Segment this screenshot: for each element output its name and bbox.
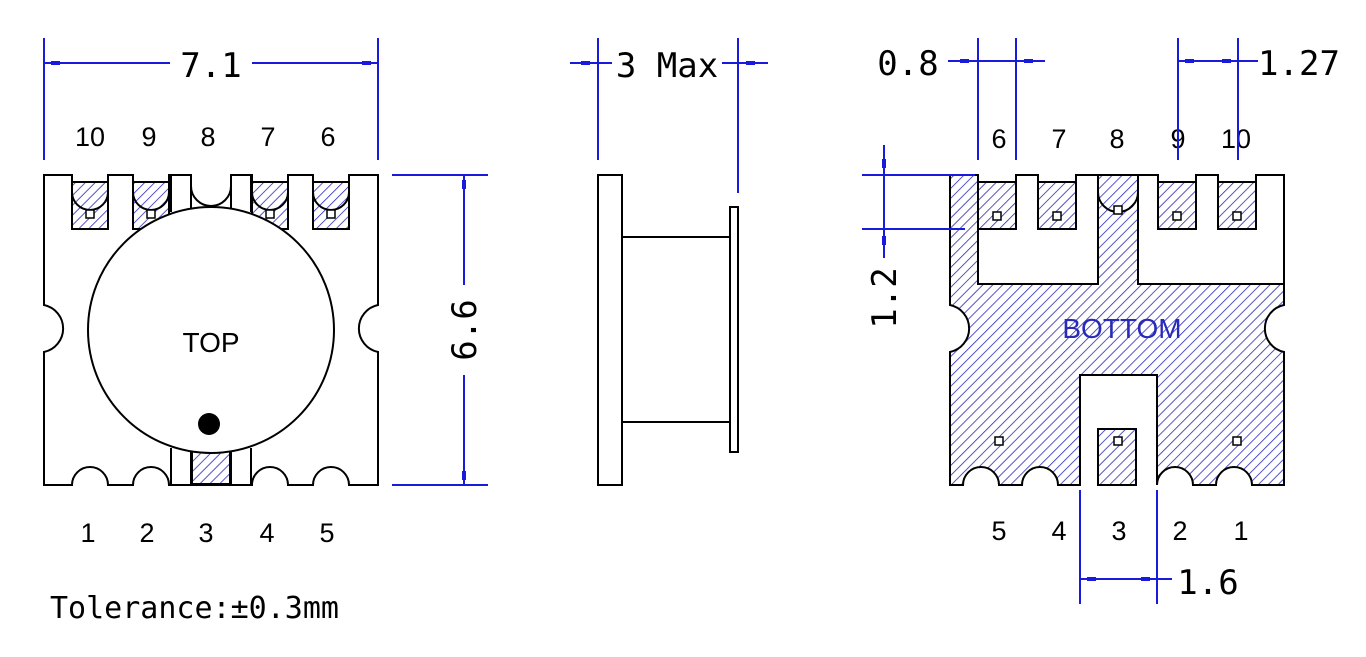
bottom-view-pin-label: 4 xyxy=(1051,516,1066,546)
bottom-view-pin-label: 5 xyxy=(991,516,1006,546)
bottom-view-pin-label: 6 xyxy=(991,124,1006,154)
side-view: 3 Max xyxy=(570,38,768,486)
tolerance-note: Tolerance:±0.3mm xyxy=(50,591,339,626)
bottom-view-pin-label: 10 xyxy=(1221,124,1251,154)
dimension-pitch: 1.27 xyxy=(1177,38,1340,160)
dimension-pad-length-value: 1.2 xyxy=(865,267,905,328)
top-view-pin-label: 9 xyxy=(141,122,156,152)
top-view-pin-label: 3 xyxy=(198,518,213,548)
dimension-height-value: 6.6 xyxy=(445,299,485,360)
dimension-slot-width-value: 1.6 xyxy=(1177,563,1238,603)
bottom-view-pin-label: 3 xyxy=(1111,516,1126,546)
top-view-pin-label: 2 xyxy=(139,518,154,548)
top-view-pin-label: 1 xyxy=(80,518,95,548)
dimension-pad-width: 0.8 xyxy=(877,38,1045,160)
top-view-pad-3 xyxy=(191,449,231,485)
dimension-slot-width: 1.6 xyxy=(1079,490,1239,604)
bottom-view: BOTTOM 6 7 8 9 10 5 4 3 2 1 0.8 1.27 xyxy=(862,38,1340,604)
top-view-pin-label: 4 xyxy=(259,518,274,548)
top-view-pin-label: 5 xyxy=(319,518,334,548)
bottom-view-pad-7 xyxy=(1037,181,1077,230)
top-view-outline xyxy=(43,174,379,486)
bottom-view-pad-10 xyxy=(1217,181,1257,230)
bottom-view-pin-label: 2 xyxy=(1172,516,1187,546)
bottom-label: BOTTOM xyxy=(1062,313,1181,344)
top-view: TOP 10 9 8 7 6 1 2 3 4 5 7.1 xyxy=(43,38,488,548)
bottom-view-pin-label: 1 xyxy=(1233,516,1248,546)
bottom-view-pad-9 xyxy=(1157,181,1197,230)
dimension-pad-length: 1.2 xyxy=(862,145,975,329)
top-view-pin-label: 10 xyxy=(75,122,105,152)
top-view-pin-label: 6 xyxy=(320,122,335,152)
dimension-pad-width-value: 0.8 xyxy=(877,44,938,84)
dimension-width: 7.1 xyxy=(43,38,379,160)
dimension-width-value: 7.1 xyxy=(180,46,241,86)
bottom-view-body xyxy=(949,174,1285,486)
bottom-view-pin-label: 7 xyxy=(1051,124,1066,154)
top-view-core-circle xyxy=(87,206,335,454)
dimension-height: 6.6 xyxy=(392,174,488,486)
pin1-marker-dot xyxy=(198,413,220,435)
side-view-flange-left xyxy=(597,174,623,486)
dimension-thickness-value: 3 Max xyxy=(616,46,718,86)
side-view-flange-right xyxy=(729,206,739,453)
bottom-view-pin-label: 8 xyxy=(1109,124,1124,154)
dimension-pitch-value: 1.27 xyxy=(1258,44,1340,84)
top-label: TOP xyxy=(182,327,239,358)
dimension-thickness: 3 Max xyxy=(570,38,768,193)
bottom-view-pad-6 xyxy=(977,181,1017,230)
top-view-pin-label: 7 xyxy=(260,122,275,152)
top-view-pin-label: 8 xyxy=(200,122,215,152)
